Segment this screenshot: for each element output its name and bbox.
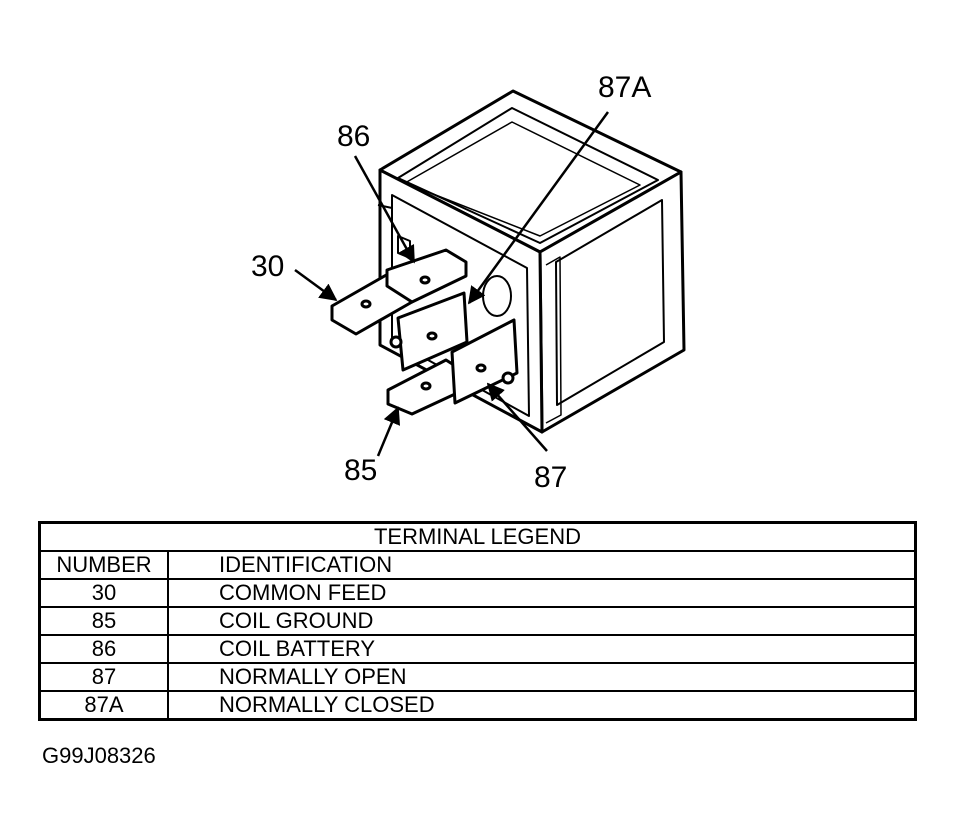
terminal-87a-pin <box>396 291 469 372</box>
legend-identification: COIL BATTERY <box>167 634 917 664</box>
leader-85 <box>376 406 401 457</box>
legend-row: 86 COIL BATTERY <box>38 634 917 664</box>
legend-identification: NORMALLY OPEN <box>167 662 917 692</box>
terminal-87-pin <box>450 318 519 405</box>
callout-85: 85 <box>344 454 377 487</box>
legend-number: 87A <box>38 690 169 721</box>
legend-row: 85 COIL GROUND <box>38 606 917 636</box>
callout-30: 30 <box>251 250 284 283</box>
legend-number: 87 <box>38 662 169 692</box>
leader-30 <box>294 268 338 302</box>
callout-87: 87 <box>534 461 567 494</box>
relay-diagram: 87A 86 30 85 87 <box>251 71 686 494</box>
leader-lines <box>294 111 610 457</box>
leader-87 <box>486 382 548 452</box>
column-header-identification: IDENTIFICATION <box>167 550 917 580</box>
legend-title-row: TERMINAL LEGEND <box>38 521 917 552</box>
leader-86 <box>353 155 416 264</box>
legend-identification: NORMALLY CLOSED <box>167 690 917 721</box>
legend-identification: COMMON FEED <box>167 578 917 608</box>
legend-header-row: NUMBER IDENTIFICATION <box>38 550 917 580</box>
legend-number: 85 <box>38 606 169 636</box>
terminal-pins <box>330 248 519 416</box>
leader-87a <box>467 111 610 305</box>
legend-row: 30 COMMON FEED <box>38 578 917 608</box>
legend-number: 30 <box>38 578 169 608</box>
legend-row: 87 NORMALLY OPEN <box>38 662 917 692</box>
legend-identification: COIL GROUND <box>167 606 917 636</box>
legend-title: TERMINAL LEGEND <box>38 521 917 552</box>
callout-86: 86 <box>337 120 370 153</box>
legend-row: 87A NORMALLY CLOSED <box>38 690 917 721</box>
terminal-legend-table: TERMINAL LEGEND NUMBER IDENTIFICATION 30… <box>38 521 917 721</box>
callout-87a: 87A <box>598 71 651 104</box>
column-header-number: NUMBER <box>38 550 169 580</box>
figure-id: G99J08326 <box>42 743 156 768</box>
legend-number: 86 <box>38 634 169 664</box>
